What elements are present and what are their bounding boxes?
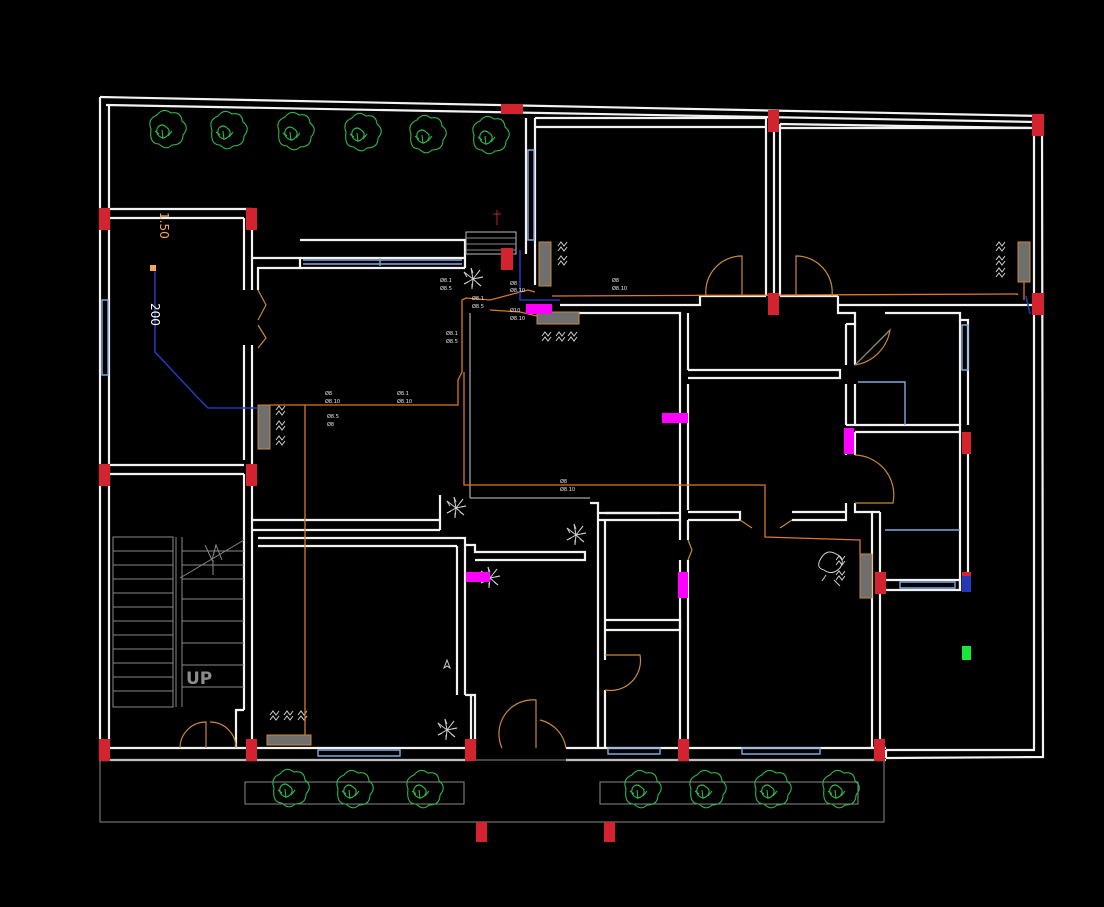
interior-walls — [109, 116, 1035, 748]
duct-tag: Ø8.10 — [397, 398, 412, 405]
duct-tag: Ø8.10 — [325, 398, 340, 405]
duct-tag: Ø8.5 — [446, 338, 458, 345]
dimension-label: 1.50 — [157, 212, 171, 239]
duct-tag: Ø8.10 — [612, 285, 627, 292]
duct-tag: Ø8.5 — [327, 413, 339, 420]
ducts — [270, 282, 1025, 735]
front-planters — [99, 759, 885, 823]
duct-tag: Ø8.10 — [510, 315, 525, 322]
indoor-plants — [437, 267, 843, 741]
doors — [179, 255, 895, 749]
duct-tag: Ø8.10 — [560, 486, 575, 493]
duct-tag: Ø8 — [325, 390, 332, 397]
duct-tag: Ø8 — [510, 280, 517, 287]
pipe-run — [154, 210, 1031, 409]
duct-tag: Ø8.1 — [446, 330, 458, 337]
pipe-node — [150, 265, 156, 271]
windows — [101, 149, 969, 757]
outer-walls — [98, 95, 1045, 762]
duct-tag: Ø10 — [510, 307, 520, 314]
staircase: UP — [112, 536, 245, 708]
duct-tag: Ø8.10 — [510, 287, 525, 294]
duct-tag: Ø8.5 — [472, 303, 484, 310]
duct-tag: Ø8 — [612, 277, 619, 284]
duct-tag: Ø8 — [327, 421, 334, 428]
duct-tag: Ø8.1 — [472, 295, 484, 302]
green-marker — [962, 646, 971, 660]
duct-tag: Ø8.1 — [440, 277, 452, 284]
stair-up-label: UP — [186, 669, 212, 689]
duct-tag: Ø8.1 — [397, 390, 409, 397]
pipe-size-label: 200 — [148, 303, 162, 326]
arrow-icon — [442, 658, 452, 670]
duct-size-tags: Ø8.1 Ø8.5 Ø8.1 Ø8.5 Ø8 Ø8.10 Ø10 Ø8.10 Ø… — [325, 277, 627, 493]
duct-tag: Ø8 — [560, 478, 567, 485]
air-diffusers — [466, 304, 971, 598]
duct-tag: Ø8.5 — [440, 285, 452, 292]
hvac-units — [257, 231, 1031, 746]
